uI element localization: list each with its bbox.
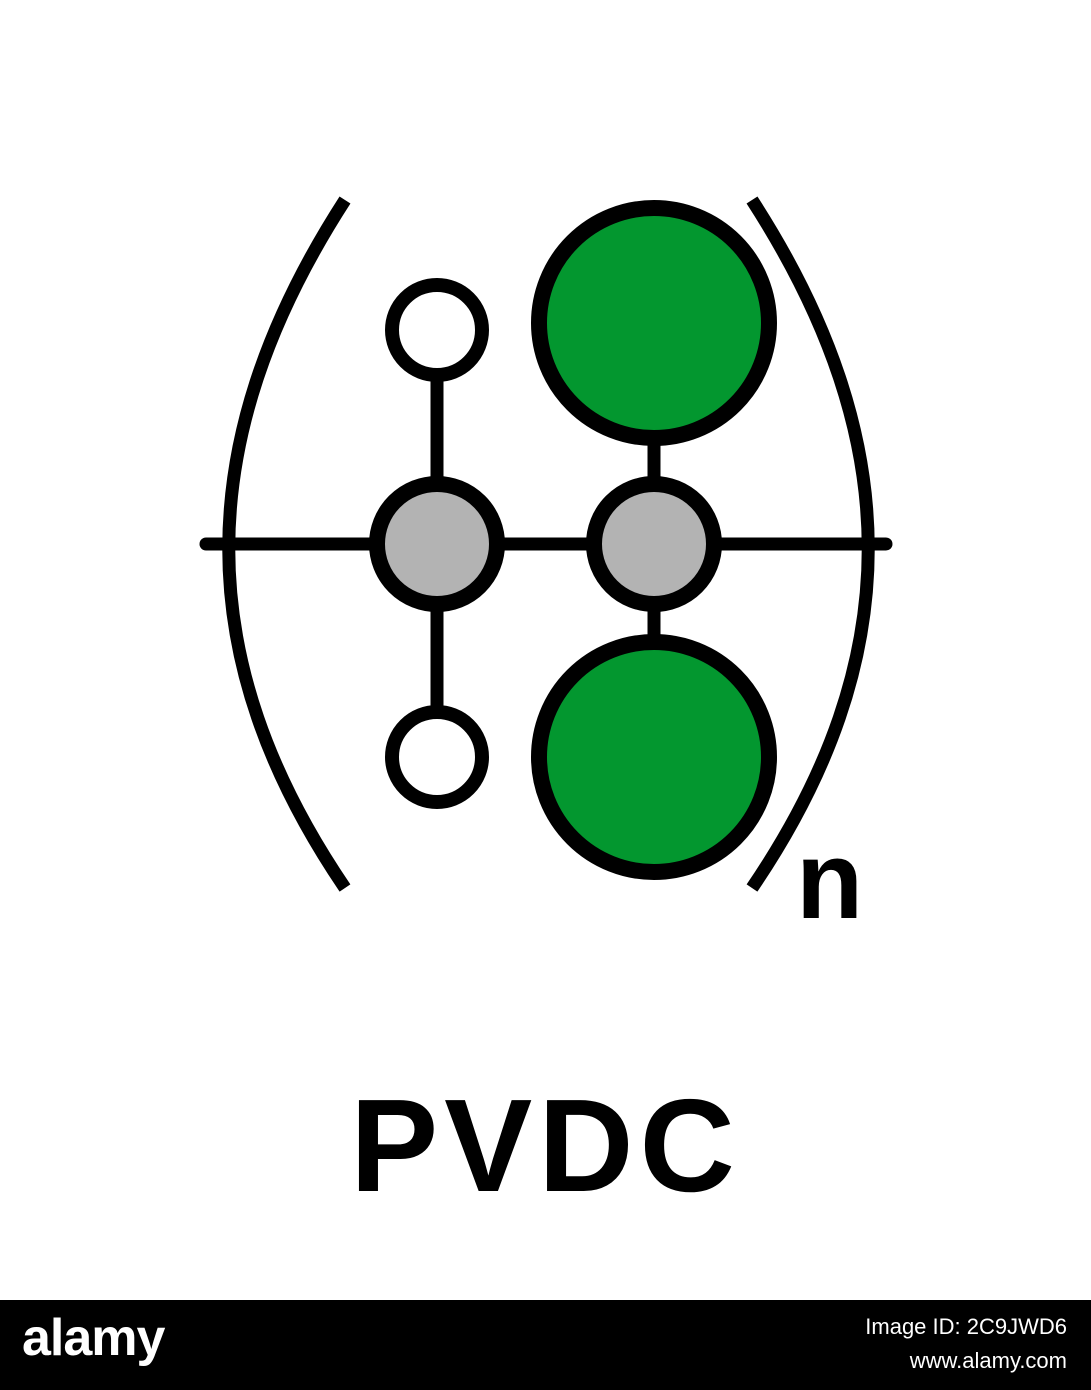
atom-carbon-right xyxy=(586,476,722,612)
atom-hydrogen-top xyxy=(385,278,489,382)
site-url-text: www.alamy.com xyxy=(909,1348,1067,1373)
compound-label: PVDC xyxy=(350,1072,741,1219)
atom-chlorine-bottom xyxy=(531,634,777,880)
atom-chlorine-top xyxy=(531,200,777,446)
brand-logo: alamy xyxy=(22,1309,165,1367)
watermark-footer: alamy Image ID: 2C9JWD6 www.alamy.com xyxy=(0,1300,1091,1390)
atom-carbon-left xyxy=(369,476,505,612)
repeat-subscript-n: n xyxy=(796,819,864,942)
image-id-text: Image ID: 2C9JWD6 xyxy=(865,1314,1067,1339)
atom-hydrogen-bottom xyxy=(385,705,489,809)
molecule-diagram xyxy=(199,196,893,892)
